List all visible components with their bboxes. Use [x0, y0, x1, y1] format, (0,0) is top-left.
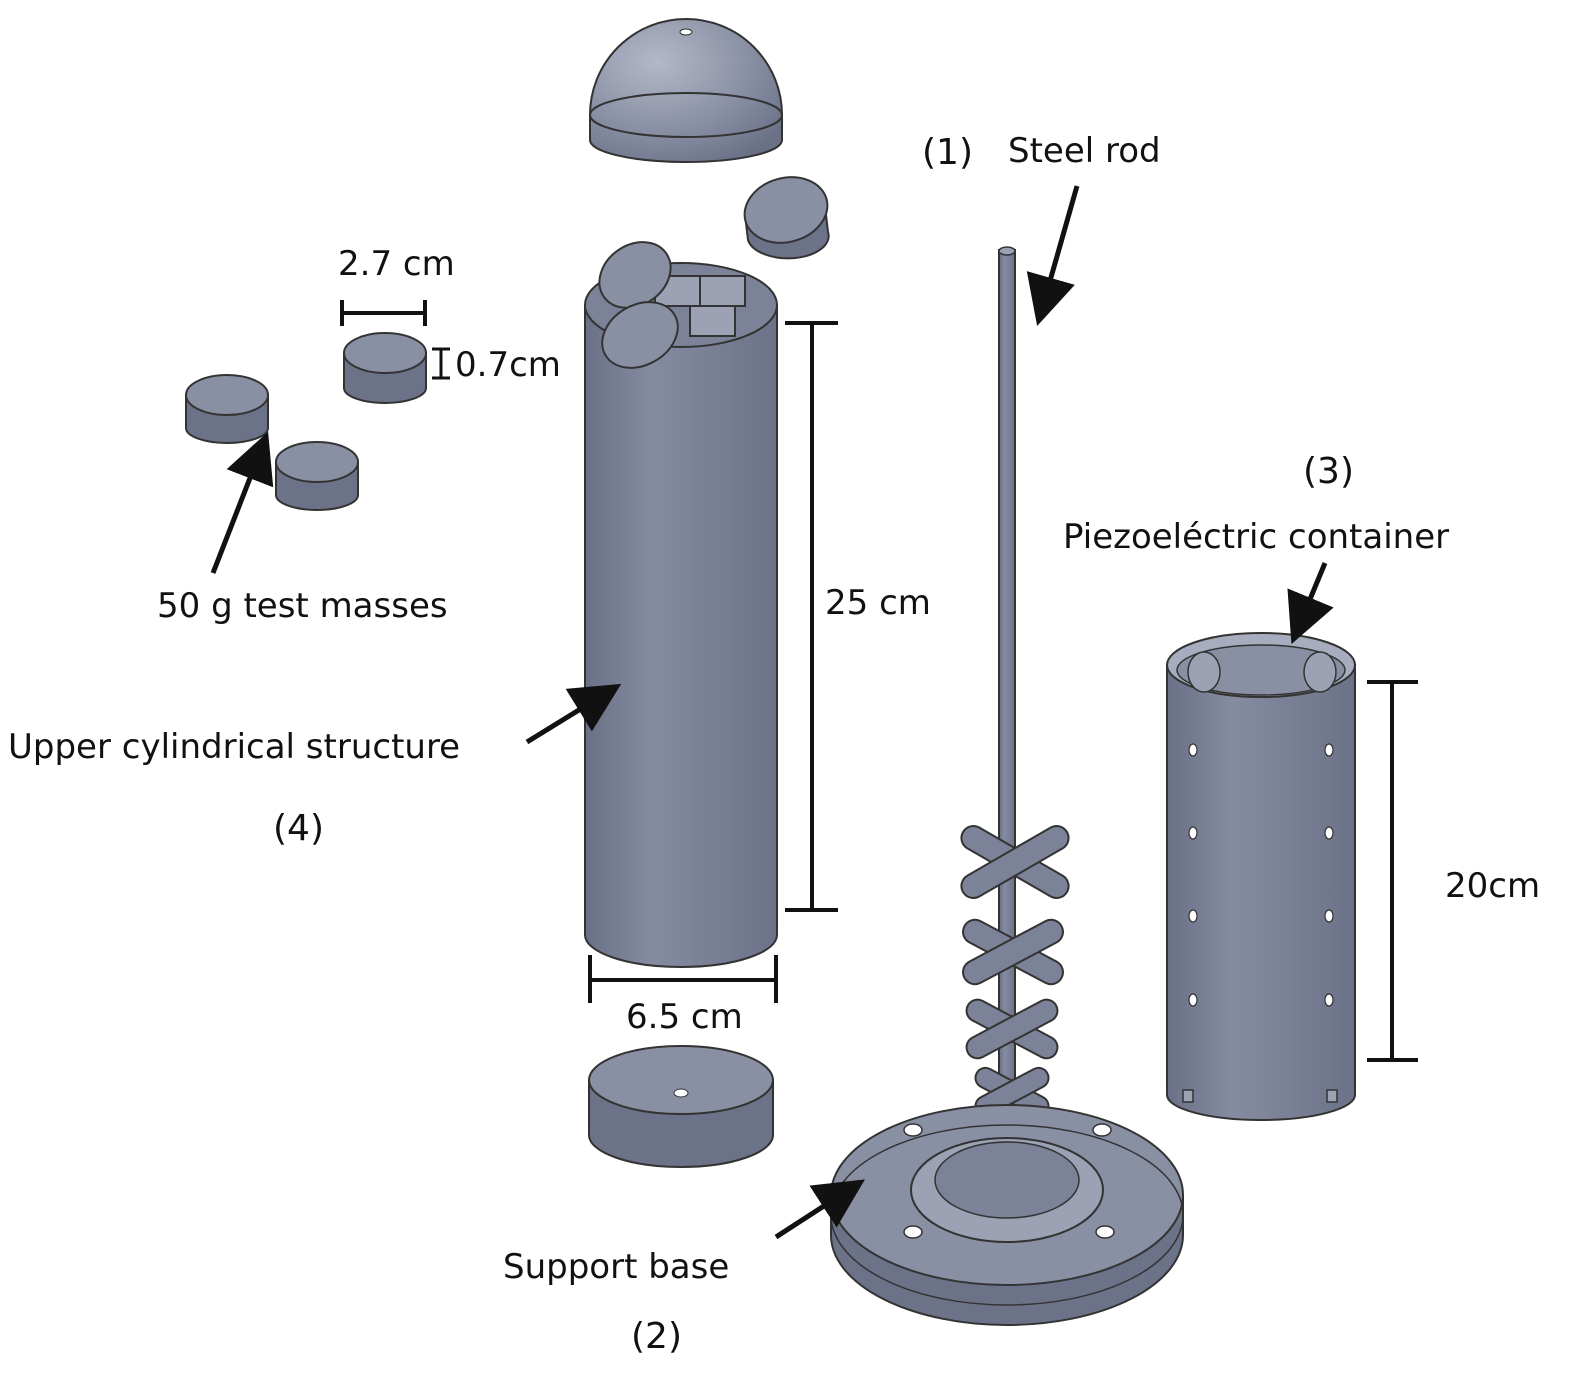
steel-rod-number: (1) — [922, 132, 973, 173]
mass-diameter-dimension — [340, 300, 427, 326]
test-masses-label: 50 g test masses — [157, 586, 448, 626]
bottom-cap — [588, 1045, 774, 1168]
upper-diameter-dimension — [588, 955, 778, 1003]
mass-height-label: 0.7cm — [455, 345, 561, 385]
piezo-container-label: Piezoeléctric container — [1063, 517, 1449, 557]
piezo-height-label: 20cm — [1445, 866, 1540, 906]
test-mass-2 — [185, 374, 269, 444]
upper-cylindrical-structure — [584, 241, 778, 968]
support-base-number: (2) — [631, 1316, 682, 1357]
steel-rod-arrow — [1026, 185, 1080, 327]
mass-height-dimension — [432, 347, 450, 380]
steel-rod-label: Steel rod — [1008, 131, 1161, 171]
upper-height-label: 25 cm — [825, 583, 931, 623]
piezo-container — [1166, 632, 1356, 1121]
test-mass-1 — [343, 332, 427, 404]
mass-diameter-label: 2.7 cm — [338, 244, 455, 284]
dome-cap — [589, 18, 783, 163]
support-base-label: Support base — [503, 1247, 729, 1287]
loose-mass-disc — [743, 176, 830, 260]
upper-structure-arrow — [525, 683, 622, 745]
upper-height-dimension — [785, 321, 838, 912]
piezo-container-arrow — [1287, 562, 1334, 645]
rod-arms — [960, 825, 1070, 1118]
piezo-height-dimension — [1367, 680, 1418, 1062]
support-base — [830, 1104, 1184, 1326]
steel-rod — [998, 246, 1016, 1216]
piezo-number: (3) — [1303, 451, 1354, 492]
test-mass-3 — [275, 441, 359, 511]
support-base-arrow — [774, 1179, 865, 1240]
upper-structure-label: Upper cylindrical structure — [8, 727, 460, 767]
upper-diameter-label: 6.5 cm — [626, 997, 743, 1037]
upper-structure-number: (4) — [273, 808, 324, 849]
test-masses-arrow — [210, 431, 274, 574]
